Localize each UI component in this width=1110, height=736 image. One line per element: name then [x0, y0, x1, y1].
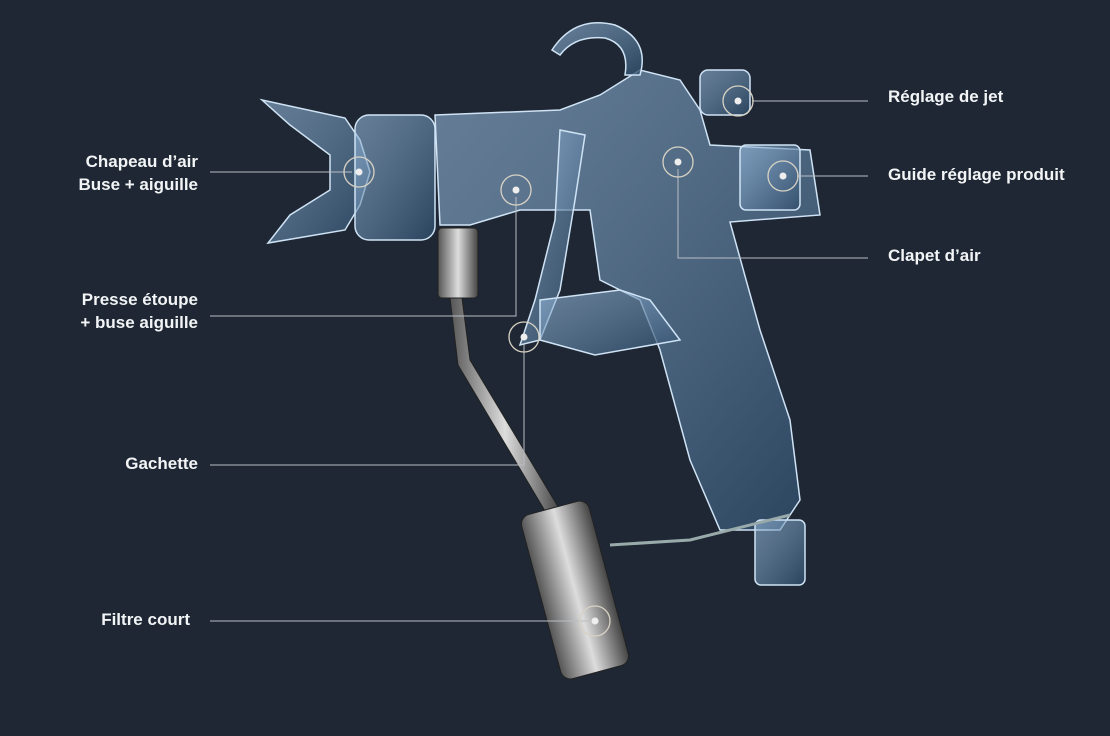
- label-clapet-air: Clapet d’air: [888, 246, 981, 265]
- label-chapeau-air: Chapeau d’air Buse + aiguille: [78, 150, 198, 196]
- marker-filtre[interactable]: [579, 605, 611, 637]
- label-presse-etoupe: Presse étoupe + buse aiguille: [80, 288, 198, 334]
- label-line: Chapeau d’air: [85, 152, 198, 171]
- leader-lines: [210, 100, 868, 622]
- label-line: + buse aiguille: [80, 313, 198, 332]
- marker-chapeau[interactable]: [343, 156, 375, 188]
- spray-gun-image: [259, 22, 821, 586]
- label-guide-reglage: Guide réglage produit: [888, 165, 1065, 184]
- marker-clapet[interactable]: [662, 146, 694, 178]
- label-reglage-jet: Réglage de jet: [888, 87, 1004, 106]
- marker-gachette[interactable]: [508, 321, 540, 353]
- callout-markers: [343, 85, 799, 637]
- label-filtre-court: Filtre court: [101, 610, 190, 629]
- marker-presse[interactable]: [500, 174, 532, 206]
- marker-guide[interactable]: [767, 160, 799, 192]
- label-line: Presse étoupe: [81, 290, 198, 309]
- label-line: Buse + aiguille: [78, 175, 198, 194]
- marker-reglage-jet[interactable]: [722, 85, 754, 117]
- label-gachette: Gachette: [125, 454, 198, 473]
